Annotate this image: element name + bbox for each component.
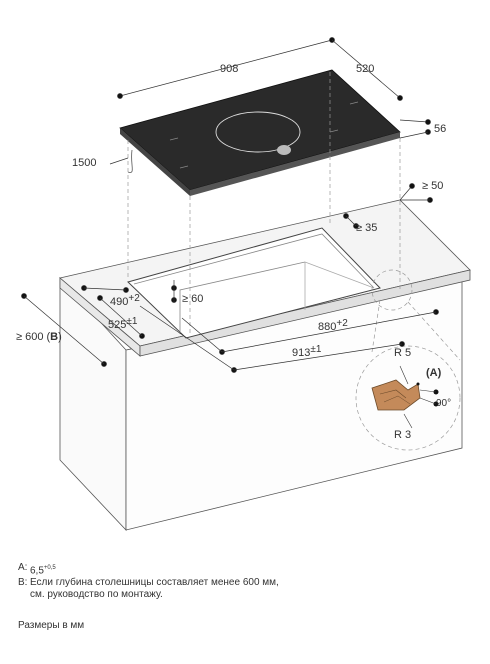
label-outer-depth: 525±1 xyxy=(108,316,138,331)
label-cable-length: 1500 xyxy=(72,157,96,169)
note-a-value: 6,5+0,5 xyxy=(30,565,56,577)
installation-drawing: 908 520 56 1500 ≥ 50 ≥ 35 ≥ 60 490+2 525… xyxy=(16,37,471,532)
label-ref-a: (A) xyxy=(426,367,442,379)
edge-detail xyxy=(371,365,439,429)
label-rear-clearance: ≥ 50 xyxy=(422,180,443,192)
note-b-line1: Если глубина столешницы составляет менее… xyxy=(30,577,279,589)
note-a-key: A: xyxy=(18,562,28,573)
dimension-lines xyxy=(21,37,439,373)
label-front-clearance: ≥ 60 xyxy=(182,293,203,305)
label-cutout-width: 880+2 xyxy=(318,318,348,333)
label-angle: 90° xyxy=(436,398,451,409)
note-a: A: 6,5+0,5 xyxy=(18,562,279,577)
label-hob-depth: 520 xyxy=(356,63,374,75)
note-b-key: B: xyxy=(18,577,28,589)
label-worktop-depth: ≥ 600 (B) xyxy=(16,331,62,343)
label-hob-height: 56 xyxy=(434,123,446,135)
hob xyxy=(119,69,401,196)
label-radius-bottom: R 3 xyxy=(394,429,411,441)
projection-lines xyxy=(127,72,461,451)
dimension-labels: 908 520 56 1500 ≥ 50 ≥ 35 ≥ 60 490+2 525… xyxy=(16,63,451,441)
note-b-line2: см. руководство по монтажу. xyxy=(30,589,163,601)
label-radius-top: R 5 xyxy=(394,347,411,359)
cabinet xyxy=(59,199,471,532)
note-b: B: Если глубина столешницы составляет ме… xyxy=(18,577,279,589)
notes: A: 6,5+0,5 B: Если глубина столешницы со… xyxy=(18,562,279,601)
label-side-clearance: ≥ 35 xyxy=(356,222,377,234)
units-note: Размеры в мм xyxy=(18,620,85,631)
label-hob-width: 908 xyxy=(220,63,238,75)
label-outer-width: 913±1 xyxy=(292,344,322,359)
label-cutout-depth: 490+2 xyxy=(110,293,140,308)
